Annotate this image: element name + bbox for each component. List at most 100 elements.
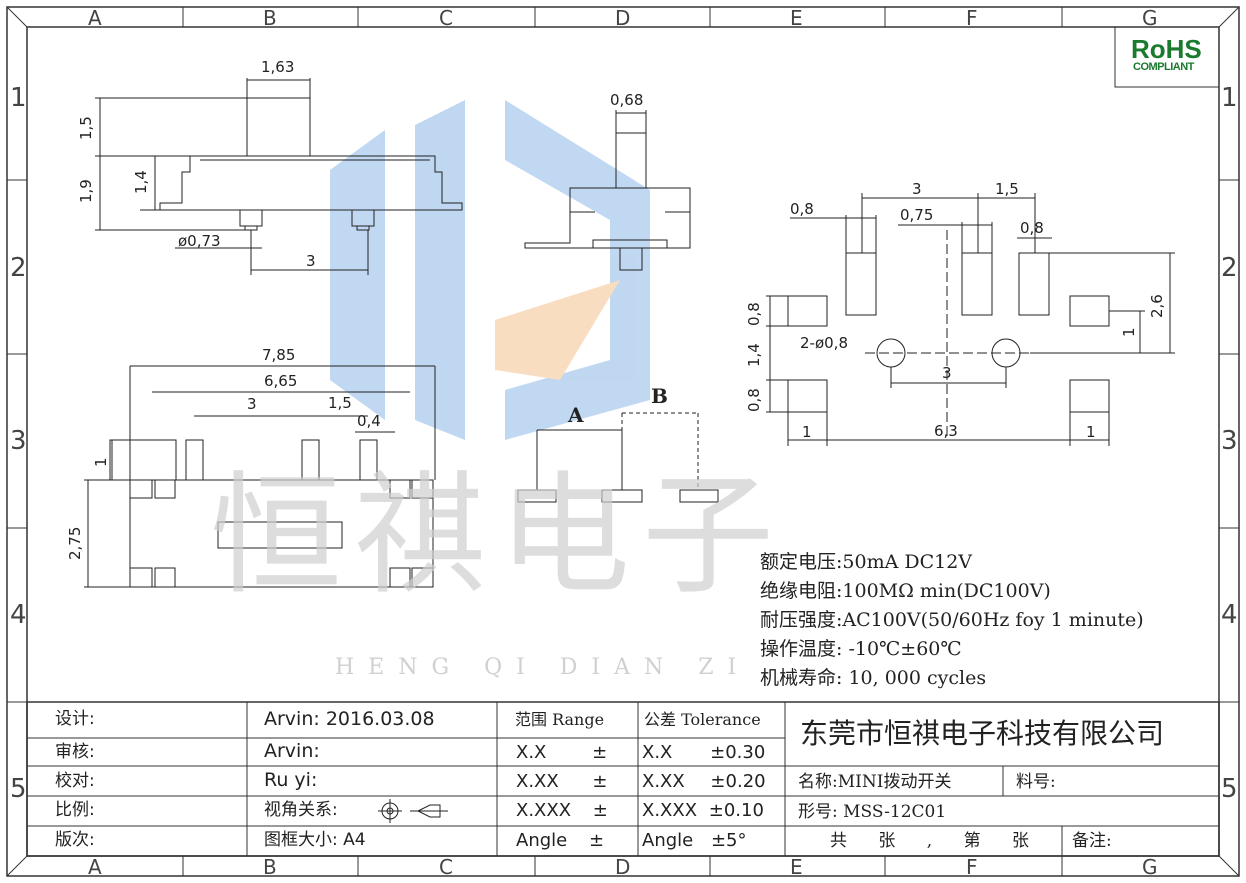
review-label: 审核: xyxy=(55,742,95,762)
top-view xyxy=(95,78,463,275)
dim-pcb-08l1: 0,8 xyxy=(745,302,763,326)
rohs-box xyxy=(1114,26,1220,88)
design-value: Arvin: 2016.03.08 xyxy=(264,708,435,730)
dim-pcb-1b: 1 xyxy=(1086,423,1096,441)
grid-col-e-bottom: E xyxy=(790,855,803,879)
grid-row-1-right: 1 xyxy=(1221,83,1238,113)
version-label: 版次: xyxy=(55,830,95,850)
grid-col-b-bottom: B xyxy=(263,855,277,879)
view-label: 视角关系: xyxy=(264,800,338,820)
grid-col-c-bottom: C xyxy=(439,855,453,879)
grid-col-a-bottom: A xyxy=(88,855,102,879)
frame-label: 图框大小: A4 xyxy=(264,830,366,850)
side-view xyxy=(524,110,691,271)
design-label: 设计: xyxy=(55,709,95,729)
tol-row-2: X.XX ±0.20 xyxy=(642,771,766,792)
range-row-1: X.X ± xyxy=(516,742,608,763)
bottom-view xyxy=(84,365,436,588)
tol-row-1: X.X ±0.30 xyxy=(642,742,766,763)
dim-top-h2: 1,9 xyxy=(77,179,95,203)
dim-bottom-1: 1 xyxy=(92,457,110,467)
watermark-pinyin: HENG QI DIAN ZI xyxy=(335,655,751,680)
grid-row-3: 3 xyxy=(10,426,27,456)
grid-col-e: E xyxy=(790,6,803,30)
pcb-layout xyxy=(766,193,1175,446)
spec-withstand: 耐压强度:AC100V(50/60Hz foy 1 minute) xyxy=(760,609,1144,631)
range-row-4: Angle ± xyxy=(516,830,605,851)
dim-bottom-665: 6,65 xyxy=(264,372,298,390)
grid-row-5: 5 xyxy=(10,774,27,804)
watermark-chinese: 恒祺电子 xyxy=(210,459,786,613)
dim-side-width: 0,68 xyxy=(610,91,644,109)
range-row-3: X.XXX ± xyxy=(516,800,608,821)
dim-pcb-hole: 2-ø0,8 xyxy=(800,334,848,352)
projection-symbol xyxy=(378,799,448,823)
dim-pin-pitch: 3 xyxy=(306,252,316,270)
grid-row-4: 4 xyxy=(10,600,27,630)
tol-row-4: Angle ±5° xyxy=(642,830,747,851)
dim-pcb-08l2: 0,8 xyxy=(745,388,763,412)
grid-row-3-right: 3 xyxy=(1221,426,1238,456)
dim-pcb-63: 6,3 xyxy=(934,422,958,440)
dim-top-width: 1,63 xyxy=(261,58,295,76)
spec-life: 机械寿命: 10, 000 cycles xyxy=(760,667,987,689)
grid-col-c: C xyxy=(439,6,453,30)
grid-col-a: A xyxy=(88,6,102,30)
title-block-grid xyxy=(26,701,1220,857)
dim-pcb-08b: 0,8 xyxy=(1020,219,1044,237)
dim-bottom-04: 0,4 xyxy=(357,412,381,430)
review-value: Arvin: xyxy=(264,740,320,762)
dim-pcb-3: 3 xyxy=(912,180,922,198)
dim-pcb-075: 0,75 xyxy=(900,206,934,224)
grid-row-1: 1 xyxy=(10,83,27,113)
tolerance-header: 公差 Tolerance xyxy=(644,710,761,729)
spec-rated-voltage: 额定电压:50mA DC12V xyxy=(760,551,973,573)
rohs-subtitle: COMPLIANT xyxy=(1133,61,1194,73)
dim-pin-dia: ø0,73 xyxy=(178,232,221,250)
spec-insulation: 绝缘电阻:100MΩ min(DC100V) xyxy=(760,580,1051,602)
dim-bottom-total: 7,85 xyxy=(262,346,296,364)
dim-pcb-08a: 0,8 xyxy=(790,200,814,218)
dim-pcb-26: 2,6 xyxy=(1148,294,1166,318)
dim-bottom-15: 1,5 xyxy=(328,394,352,412)
tol-row-3: X.XXX ±0.10 xyxy=(642,800,764,821)
grid-row-2: 2 xyxy=(10,253,27,283)
material-label: 料号: xyxy=(1016,772,1056,792)
remark-label: 备注: xyxy=(1072,831,1112,851)
spec-temperature: 操作温度: -10℃±60℃ xyxy=(760,638,962,660)
grid-col-d-bottom: D xyxy=(615,855,631,879)
company-name: 东莞市恒祺电子科技有限公司 xyxy=(800,717,1165,750)
circuit-diagram xyxy=(517,412,719,503)
dim-bottom-275: 2,75 xyxy=(66,526,84,560)
dim-top-h1: 1,5 xyxy=(77,116,95,140)
dim-pcb-15: 1,5 xyxy=(995,180,1019,198)
grid-col-f: F xyxy=(966,6,978,30)
dim-pcb-1r: 1 xyxy=(1120,327,1138,337)
range-row-2: X.XX ± xyxy=(516,771,608,792)
dim-top-h3: 1,4 xyxy=(132,170,150,194)
check-label: 校对: xyxy=(55,771,95,791)
grid-col-f-bottom: F xyxy=(966,855,978,879)
range-header: 范围 Range xyxy=(515,710,605,729)
grid-col-b: B xyxy=(263,6,277,30)
dim-bottom-3: 3 xyxy=(247,395,257,413)
check-value: Ru yi: xyxy=(264,769,318,791)
grid-col-g-bottom: G xyxy=(1142,855,1158,879)
sheet-info: 共 张 , 第 张 xyxy=(830,831,1030,851)
dim-pcb-14: 1,4 xyxy=(745,343,763,367)
dim-pcb-1a: 1 xyxy=(802,423,812,441)
grid-row-4-right: 4 xyxy=(1221,600,1238,630)
circuit-label-b: B xyxy=(651,384,668,408)
watermark-logo xyxy=(330,100,650,440)
grid-col-g: G xyxy=(1142,6,1158,30)
scale-label: 比例: xyxy=(55,800,95,820)
dim-pcb-3b: 3 xyxy=(942,364,952,382)
grid-col-d: D xyxy=(615,6,631,30)
grid-row-2-right: 2 xyxy=(1221,253,1238,283)
product-name: 名称:MINI拨动开关 xyxy=(798,772,952,792)
grid-row-5-right: 5 xyxy=(1221,774,1238,804)
model-number: 形号: MSS-12C01 xyxy=(798,802,947,822)
rohs-title: RoHS xyxy=(1131,34,1202,64)
circuit-label-a: A xyxy=(568,403,584,427)
